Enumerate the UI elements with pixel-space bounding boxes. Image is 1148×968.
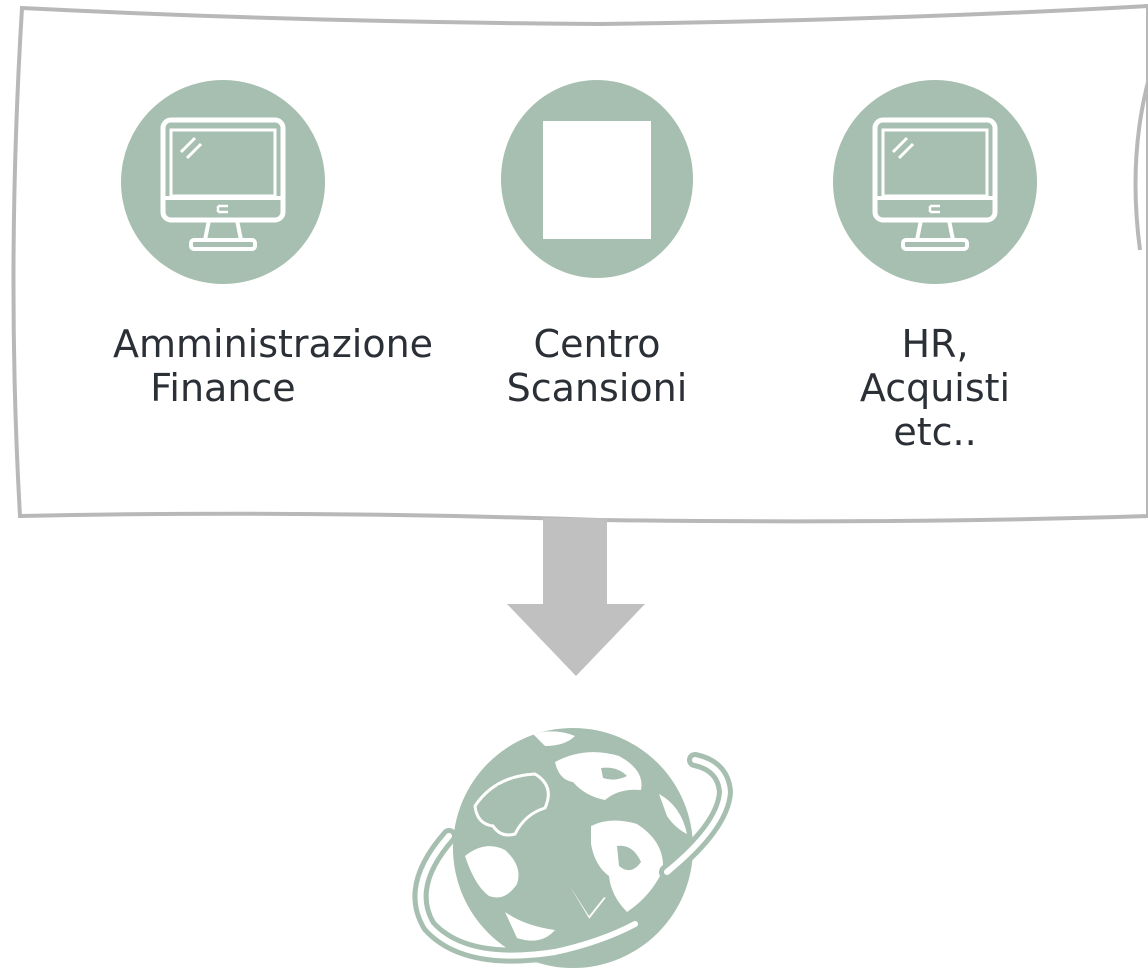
node-centro-scansioni: Centro Scansioni — [487, 80, 707, 440]
node-hr-acquisti: HR, Acquisti etc.. — [825, 80, 1045, 500]
desktop-monitor-icon — [121, 80, 325, 284]
globe-icon — [412, 728, 734, 968]
document-icon — [501, 80, 693, 278]
node-label: HR, Acquisti etc.. — [859, 322, 1011, 454]
node-amministrazione-finance: Amministrazione Finance — [113, 80, 434, 440]
node-label: Centro Scansioni — [506, 322, 688, 410]
desktop-monitor-icon — [833, 80, 1037, 284]
sources-frame — [11, 3, 1148, 524]
node-label: Amministrazione Finance — [113, 322, 434, 410]
down-arrow-icon — [507, 518, 645, 676]
